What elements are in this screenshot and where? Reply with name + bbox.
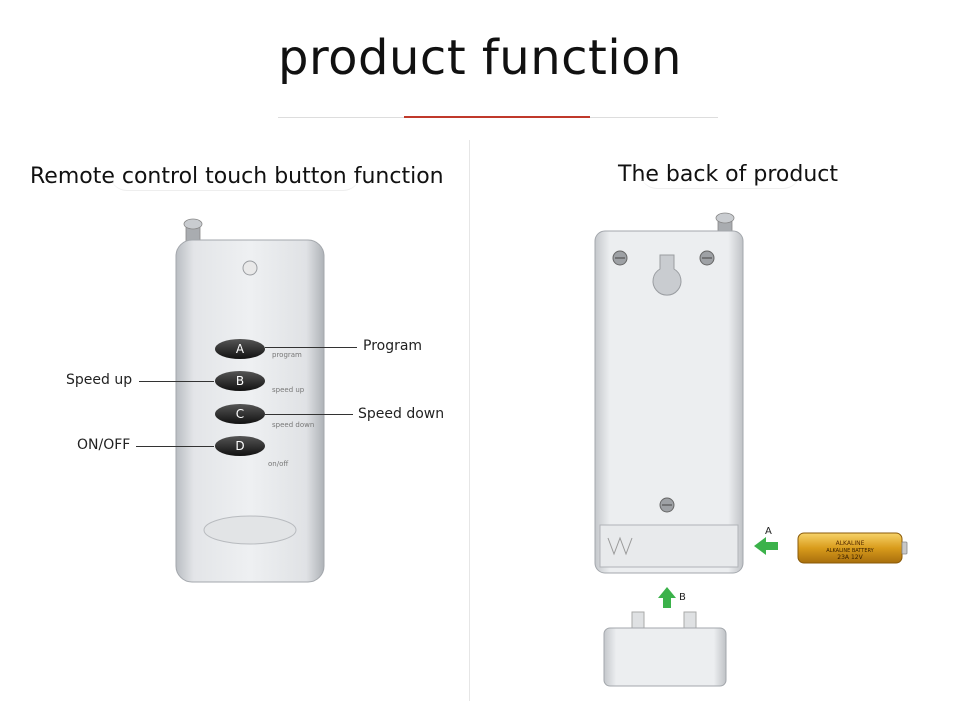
battery-icon: ALKALINE ALKALINE BATTERY 23A 12V xyxy=(797,532,908,564)
button-c-letter: C xyxy=(236,407,244,421)
button-c[interactable]: C speed down xyxy=(215,404,314,429)
battery-model: 23A 12V xyxy=(837,554,863,561)
arrow-a-icon xyxy=(754,537,778,555)
button-d-letter: D xyxy=(235,439,244,453)
battery-type: ALKALINE BATTERY xyxy=(826,548,874,554)
callout-speed-down: Speed down xyxy=(358,406,445,422)
arrow-b-label: B xyxy=(679,592,686,603)
callout-on-off: ON/OFF xyxy=(77,437,131,453)
led-indicator xyxy=(242,260,258,276)
back-body xyxy=(594,230,744,574)
button-c-printed: speed down xyxy=(272,421,314,429)
button-a-letter: A xyxy=(236,342,245,356)
callout-speed-up: Speed up xyxy=(66,372,133,388)
button-d-printed: on/off xyxy=(268,460,288,468)
leader-speed-down xyxy=(265,414,353,415)
remote-front: A program B speed up C speed down D on/o… xyxy=(175,218,325,583)
button-a-printed: program xyxy=(272,351,302,359)
title-divider-accent xyxy=(404,116,590,118)
antenna-tip xyxy=(183,218,203,230)
arrow-b-icon xyxy=(658,587,676,608)
grip-oval xyxy=(203,515,297,545)
leader-speed-up xyxy=(139,381,214,382)
battery-spring xyxy=(607,536,633,556)
button-b[interactable]: B speed up xyxy=(215,371,305,394)
button-a[interactable]: A program xyxy=(215,339,302,359)
callout-program: Program xyxy=(363,338,423,354)
left-section-title: Remote control touch button function xyxy=(30,164,444,189)
arrow-a-label: A xyxy=(765,526,772,537)
button-b-letter: B xyxy=(236,374,244,388)
remote-back xyxy=(594,212,744,574)
hang-keyhole xyxy=(652,254,682,296)
leader-program xyxy=(265,347,357,348)
center-divider xyxy=(469,140,470,701)
left-title-underline xyxy=(110,174,360,191)
button-d[interactable]: D on/off xyxy=(215,436,288,468)
page-title: product function xyxy=(278,30,682,86)
leader-on-off xyxy=(136,446,214,447)
button-b-printed: speed up xyxy=(272,386,305,394)
right-title-underline xyxy=(640,172,800,189)
battery-door xyxy=(603,611,727,687)
battery-brand: ALKALINE xyxy=(836,540,865,547)
battery-compartment xyxy=(599,524,739,568)
